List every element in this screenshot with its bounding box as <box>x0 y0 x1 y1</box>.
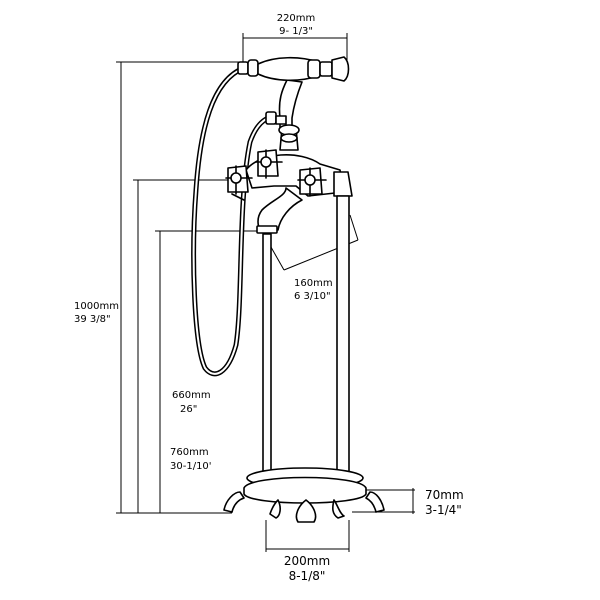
top-width-mm-label: 220mm <box>277 13 316 24</box>
standpipe-left <box>262 233 272 481</box>
base-height-mm-label: 70mm <box>425 488 464 502</box>
valve-height-mm-label: 760mm <box>170 447 209 458</box>
dimension-labels: 220mm 9- 1/3" 1000mm 39 3/8" 160mm 6 3/1… <box>74 13 464 583</box>
base-width-mm-label: 200mm <box>284 554 330 568</box>
hand-shower-icon <box>237 56 350 82</box>
floor-base <box>223 467 385 523</box>
base-height-inch-label: 3-1/4" <box>425 503 462 517</box>
spout-reach-inch-label: 6 3/10" <box>294 291 331 302</box>
overall-height-inch-label: 39 3/8" <box>74 314 111 325</box>
cross-handle-right-icon <box>297 167 327 197</box>
base-width-inch-label: 8-1/8" <box>289 569 326 583</box>
spout-height-mm-label: 660mm <box>172 390 211 401</box>
cross-handle-center-icon <box>255 149 283 179</box>
spout-reach-mm-label: 160mm <box>294 278 333 289</box>
top-width-inch-label: 9- 1/3" <box>279 26 313 37</box>
overall-height-mm-label: 1000mm <box>74 301 119 312</box>
cross-handle-left-icon <box>225 165 253 201</box>
faucet-drawing <box>191 56 385 523</box>
spout-height-inch-label: 26" <box>180 404 197 415</box>
valve-height-inch-label: 30-1/10' <box>170 461 212 472</box>
standpipe-right <box>336 195 350 479</box>
tub-spout <box>257 187 303 231</box>
